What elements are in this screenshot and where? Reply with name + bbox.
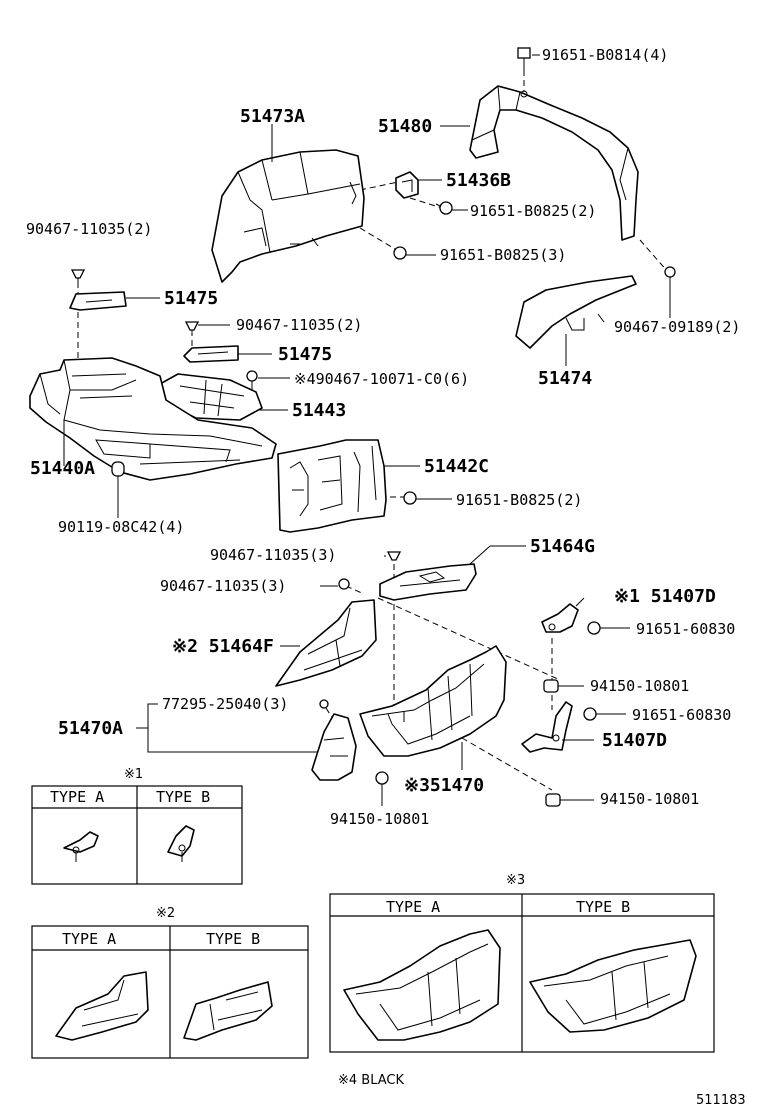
part-51464G bbox=[379, 563, 477, 601]
label-77295: 77295-25040(3) bbox=[162, 695, 288, 713]
label-90119: 90119-08C42(4) bbox=[58, 518, 184, 536]
label-90467-11035-2b: 90467-11035(2) bbox=[236, 316, 362, 334]
note-2-type-a-rail bbox=[55, 971, 149, 1041]
bolt-91651-b0814 bbox=[517, 47, 531, 70]
bolt-91651-60830-b bbox=[583, 707, 597, 721]
part-labels: 91651-B0814(4) 51473A 51480 51436B 91651… bbox=[26, 46, 740, 828]
legend-note-3: ※3 TYPE A TYPE B bbox=[329, 873, 715, 1053]
label-91651-60830-a: 91651-60830 bbox=[636, 620, 735, 638]
legend-note-2: ※2 TYPE A TYPE B bbox=[31, 906, 309, 1059]
label-51473a: 51473A bbox=[240, 106, 305, 127]
clip-90467-10071 bbox=[246, 370, 258, 388]
label-51475a: 51475 bbox=[164, 288, 218, 309]
nut-94150-a bbox=[543, 679, 559, 693]
label-91651-b0825-2b: 91651-B0825(2) bbox=[456, 491, 582, 509]
part-51480 bbox=[469, 85, 639, 241]
label-51470: ※351470 bbox=[404, 775, 484, 796]
part-51407D-lower bbox=[521, 701, 573, 753]
clip-90467-11035-a bbox=[70, 269, 86, 284]
nut-94150-c bbox=[545, 793, 561, 807]
note-3-type-b-rail bbox=[529, 939, 697, 1033]
note-1-type-a-bracket bbox=[63, 831, 99, 862]
label-51480: 51480 bbox=[378, 116, 432, 137]
clip-90467-11035-c bbox=[386, 551, 402, 561]
bolt-91651-b0825-c bbox=[403, 491, 417, 505]
nut-94150-b bbox=[375, 771, 389, 785]
bolt-91651-60830-a bbox=[587, 621, 601, 635]
clip-90467-09189 bbox=[664, 266, 676, 286]
label-51464g: 51464G bbox=[530, 536, 595, 557]
legend-note-1-type-b: TYPE B bbox=[156, 788, 210, 806]
label-51442c: 51442C bbox=[424, 456, 489, 477]
leader-lines bbox=[63, 54, 671, 806]
label-51436b: 51436B bbox=[446, 170, 511, 191]
legend-note-3-type-a: TYPE A bbox=[386, 898, 440, 916]
label-94150-10801-a: 94150-10801 bbox=[590, 677, 689, 695]
note-1-type-b-bracket bbox=[167, 825, 195, 862]
legend-note-3-type-b: TYPE B bbox=[576, 898, 630, 916]
clip-90467-11035-b bbox=[184, 321, 200, 331]
legend-note-1-marker: ※1 bbox=[124, 767, 143, 782]
label-51440a: 51440A bbox=[30, 458, 95, 479]
part-51464F bbox=[275, 599, 377, 687]
clip-77295 bbox=[319, 699, 329, 709]
bolt-91651-b0825-b bbox=[393, 246, 407, 260]
note-3-type-a-rail bbox=[343, 929, 501, 1041]
part-51473A bbox=[211, 149, 365, 283]
part-51475-lower bbox=[183, 345, 239, 363]
part-51436B bbox=[395, 171, 419, 199]
part-51470A bbox=[311, 713, 357, 781]
label-51407d-a: ※1 51407D bbox=[614, 586, 716, 607]
part-51443 bbox=[159, 373, 263, 421]
label-91651-60830-b: 91651-60830 bbox=[632, 706, 731, 724]
part-51470 bbox=[359, 645, 507, 757]
legend-note-1: ※1 TYPE A TYPE B bbox=[31, 767, 243, 885]
bolt-91651-b0825-a bbox=[435, 201, 453, 215]
part-51442C bbox=[277, 439, 387, 533]
label-51443: 51443 bbox=[292, 400, 346, 421]
fasteners bbox=[70, 47, 676, 807]
label-51407d-b: 51407D bbox=[602, 730, 667, 751]
label-91651-b0825-3: 91651-B0825(3) bbox=[440, 246, 566, 264]
label-91651-b0825-2a: 91651-B0825(2) bbox=[470, 202, 596, 220]
label-94150-10801-c: 94150-10801 bbox=[600, 790, 699, 808]
part-51475-upper bbox=[69, 291, 127, 311]
label-90467-10071: ※490467-10071-C0(6) bbox=[294, 370, 469, 388]
label-51470a: 51470A bbox=[58, 718, 123, 739]
part-51474 bbox=[515, 275, 637, 349]
label-51475b: 51475 bbox=[278, 344, 332, 365]
legend-note-2-marker: ※2 bbox=[156, 906, 175, 921]
note-2-type-b-rail bbox=[183, 981, 273, 1041]
legend-note-2-type-a: TYPE A bbox=[62, 930, 116, 948]
legend-note-1-type-a: TYPE A bbox=[50, 788, 104, 806]
label-94150-10801-b: 94150-10801 bbox=[330, 810, 429, 828]
diagram-id: 511183 bbox=[696, 1093, 746, 1108]
part-51407D-upper bbox=[541, 603, 579, 633]
label-90467-09189: 90467-09189(2) bbox=[614, 318, 740, 336]
nut-90119 bbox=[111, 461, 125, 477]
label-51474: 51474 bbox=[538, 368, 592, 389]
label-91651-b0814: 91651-B0814(4) bbox=[542, 46, 668, 64]
label-90467-11035-3a: 90467-11035(3) bbox=[210, 546, 336, 564]
part-51440A bbox=[29, 357, 277, 481]
legend-note-3-marker: ※3 bbox=[506, 873, 525, 888]
label-90467-11035-2a: 90467-11035(2) bbox=[26, 220, 152, 238]
clip-90467-11035-d bbox=[338, 578, 350, 590]
legend-note-2-type-b: TYPE B bbox=[206, 930, 260, 948]
label-51464f: ※2 51464F bbox=[172, 636, 274, 657]
label-90467-11035-3b: 90467-11035(3) bbox=[160, 577, 286, 595]
note-4-black: ※4 BLACK bbox=[338, 1073, 404, 1088]
